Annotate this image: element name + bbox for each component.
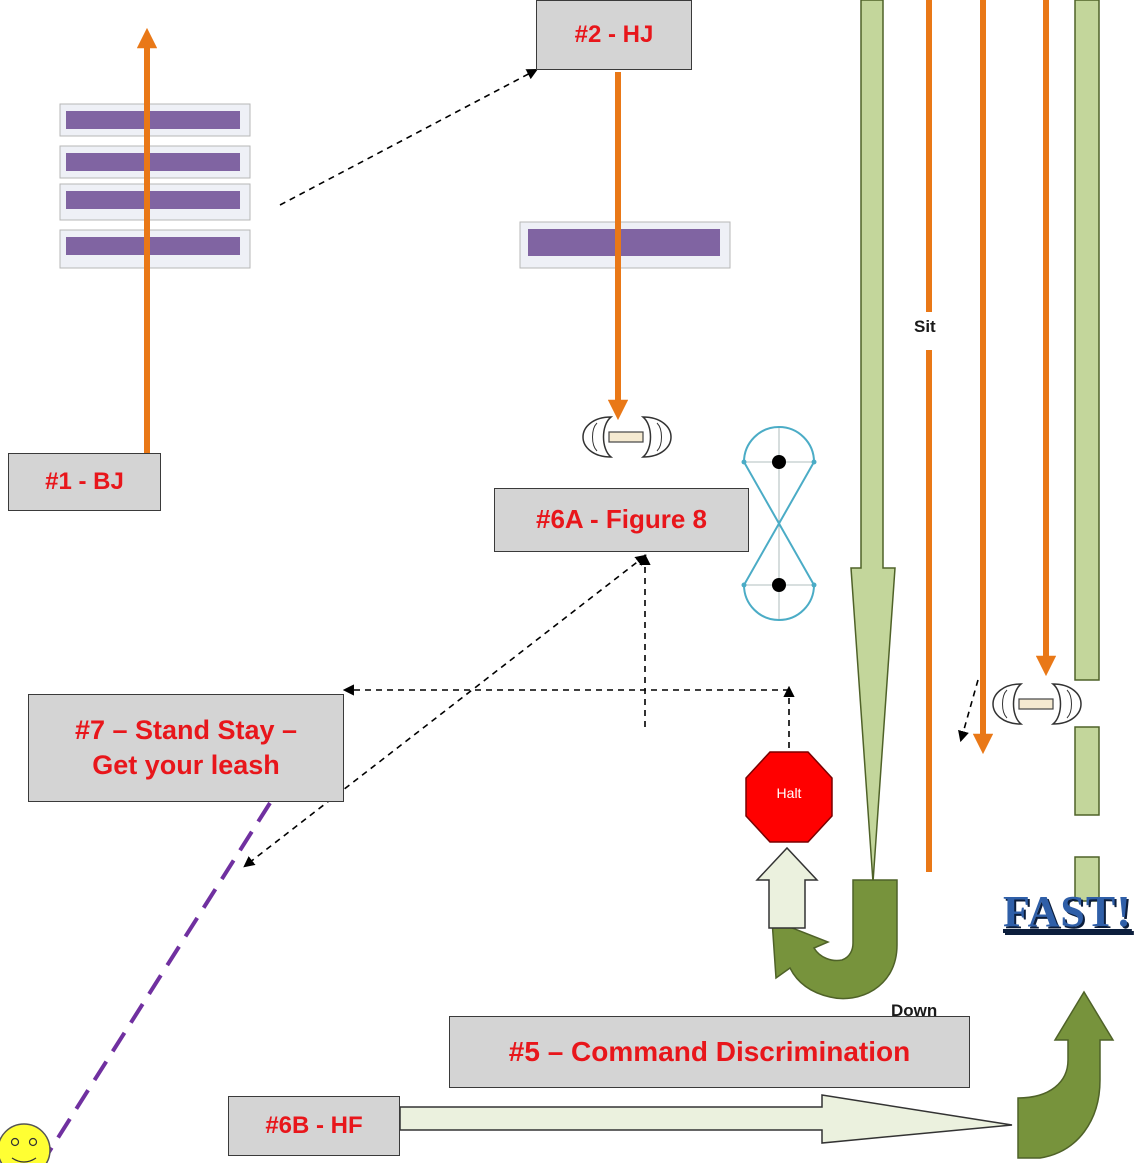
station-1-broad-jump: #1 - BJ xyxy=(8,453,161,511)
dumbbell-icon xyxy=(992,683,1082,725)
down-label: Down xyxy=(891,1001,938,1020)
dumbbell-icon xyxy=(582,416,672,458)
sit-label: Sit xyxy=(912,317,938,337)
dashed-connectors xyxy=(243,68,979,868)
fast-label: FAST! xyxy=(1003,887,1132,936)
right-lane-bottom xyxy=(1074,856,1100,902)
smiley-icon xyxy=(0,1123,51,1163)
station-7-stand-stay: #7 – Stand Stay – Get your leash xyxy=(28,694,344,802)
halt-sign-icon xyxy=(745,751,833,843)
heel-fast-arrow xyxy=(399,1094,1013,1144)
station-7-line-2: Get your leash xyxy=(92,750,280,780)
fast-turn-arrow xyxy=(1017,990,1115,1159)
halt-label: Halt xyxy=(776,785,802,801)
leash-path xyxy=(40,801,272,1163)
heel-down-arrow xyxy=(850,0,896,883)
u-turn-arrow-icon xyxy=(771,879,898,1000)
station-6b-heel-free: #6B - HF xyxy=(228,1096,400,1156)
station-2-high-jump: #2 - HJ xyxy=(536,0,692,70)
station-5-command-discrimination: #5 – Command Discrimination xyxy=(449,1016,970,1088)
right-lane-mid xyxy=(1074,726,1100,816)
station-6a-figure-8: #6A - Figure 8 xyxy=(494,488,749,552)
broad-jump-boards xyxy=(59,103,251,269)
high-jump-bar xyxy=(519,221,731,269)
station-7-line-1: #7 – Stand Stay – xyxy=(74,714,298,745)
heel-up-arrow xyxy=(755,846,819,929)
right-lane-top xyxy=(1074,0,1100,681)
